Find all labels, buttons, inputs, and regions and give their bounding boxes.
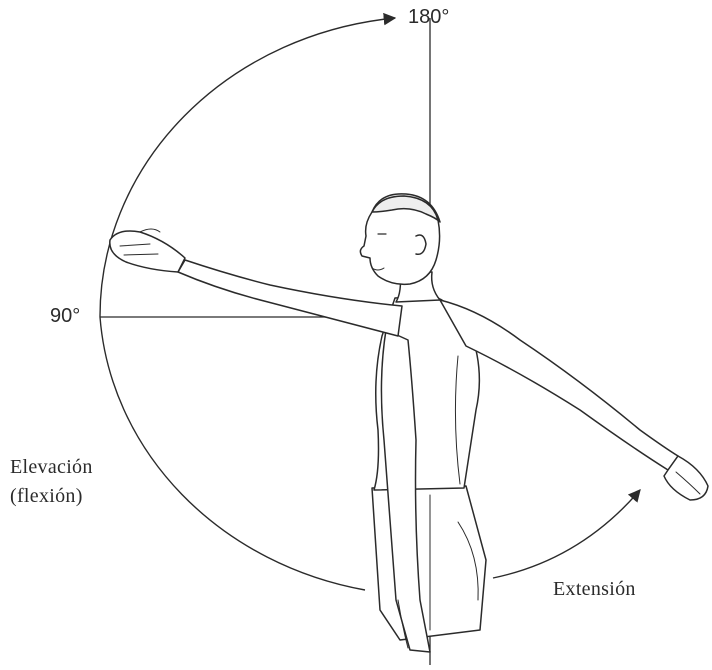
- flexion-label: (flexión): [10, 485, 83, 508]
- extension-label: Extensión: [553, 578, 636, 601]
- forward-hand: [110, 231, 185, 272]
- elevation-arc-upper: [100, 18, 395, 317]
- angle-180-label: 180°: [408, 6, 449, 29]
- extension-arc: [493, 490, 640, 578]
- elevation-arc-lower: [100, 317, 365, 590]
- forward-arm: [178, 260, 402, 336]
- angle-90-label: 90°: [50, 305, 80, 328]
- elevation-label: Elevación: [10, 456, 93, 479]
